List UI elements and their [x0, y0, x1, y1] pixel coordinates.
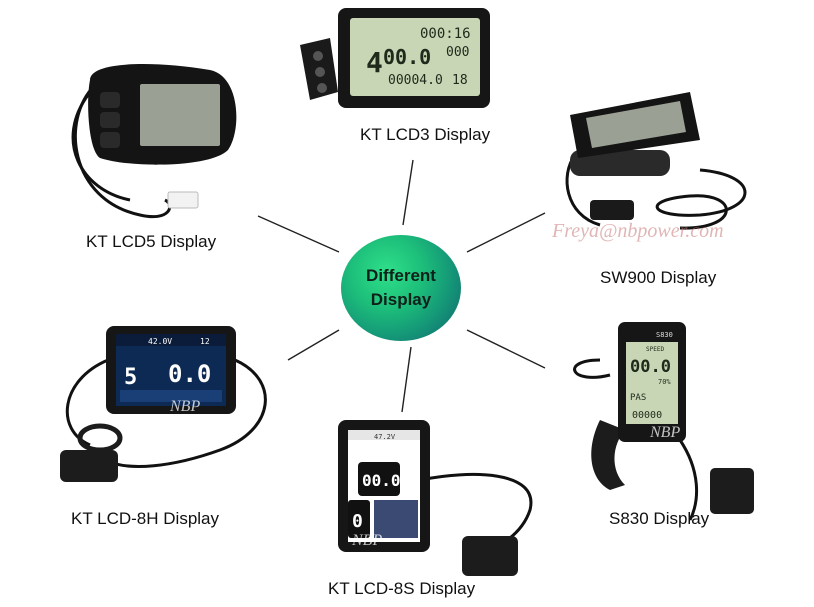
kt-lcd3-device: 000:16 4 00.0 000 00004.0 18: [300, 8, 490, 108]
watermark-nbp-lcd8s: NBP: [352, 532, 383, 549]
s830-speed-tag: SPEED: [646, 346, 664, 353]
s830-pct: 70%: [658, 378, 671, 386]
lcd8h-temp: 12: [200, 337, 210, 346]
watermark-nbp-lcd8h: NBP: [170, 398, 201, 415]
s830-label: S830: [656, 331, 673, 339]
lcd3-odo: 00004.0: [388, 73, 443, 88]
sw900-device: [565, 92, 747, 230]
lcd3-speed: 00.0: [383, 45, 431, 69]
lcd8h-voltage: 42.0V: [148, 337, 172, 346]
connector-upper-right: [466, 212, 546, 253]
s830-odo: 00000: [632, 410, 662, 421]
connector-bottom: [401, 346, 412, 413]
connector-lower-right: [466, 329, 546, 369]
s830-device: S830 SPEED 00.0 70% PAS 00000: [573, 322, 754, 521]
lcd8s-speed: 00.0: [362, 471, 401, 490]
lcd3-time: 000:16: [420, 26, 471, 42]
lcd8h-speed: 0.0: [168, 360, 211, 388]
label-kt-lcd8s: KT LCD-8S Display: [328, 579, 476, 598]
watermark-email: Freya@nbpower.com: [552, 220, 724, 242]
label-kt-lcd8h: KT LCD-8H Display: [71, 509, 220, 528]
lcd8s-gear: 0: [352, 511, 363, 532]
lcd3-temp: 18: [452, 73, 468, 88]
label-s830: S830 Display: [609, 509, 710, 528]
lcd3-small: 000: [446, 45, 469, 60]
hub-circle: Different Display: [341, 235, 461, 341]
hub-title-line1: Different: [366, 266, 436, 285]
label-sw900: SW900 Display: [600, 268, 717, 287]
lcd8h-gear: 5: [124, 365, 137, 390]
connector-top: [402, 159, 414, 226]
lcd8s-voltage: 47.2V: [374, 433, 396, 441]
label-kt-lcd5: KT LCD5 Display: [86, 232, 217, 251]
kt-lcd8h-device: 42.0V 12 5 0.0: [60, 326, 267, 482]
connector-lines: [257, 159, 546, 413]
watermark-nbp-s830: NBP: [650, 424, 681, 441]
watermark-nbp-lcd5: NBP: [135, 162, 166, 179]
kt-lcd5-device: [71, 64, 237, 219]
lcd3-level: 4: [366, 46, 383, 79]
connector-upper-left: [257, 215, 340, 253]
s830-pas: PAS: [630, 393, 646, 403]
label-kt-lcd3: KT LCD3 Display: [360, 125, 491, 144]
s830-speed: 00.0: [630, 357, 671, 377]
kt-lcd8s-device: 47.2V 00.0 0: [338, 420, 533, 576]
connector-lower-left: [287, 329, 340, 361]
hub-title-line2: Display: [370, 290, 432, 309]
